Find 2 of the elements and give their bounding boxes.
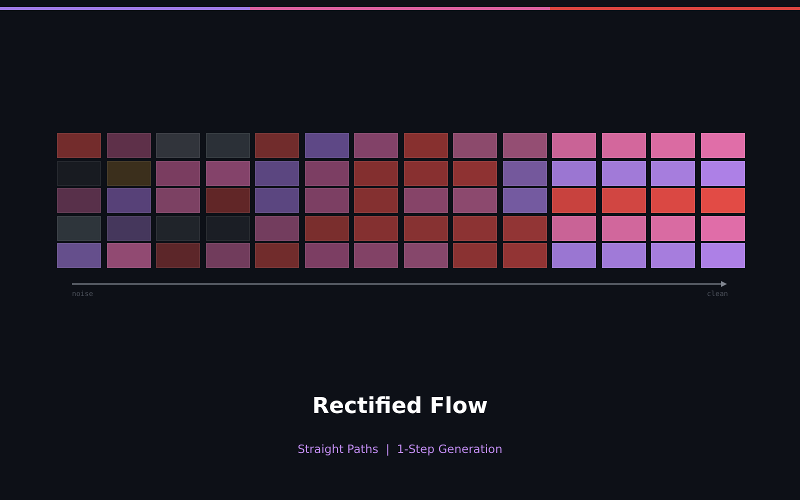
subtitle: Straight Paths | 1-Step Generation (296, 442, 504, 456)
title: Rectified Flow (311, 394, 489, 419)
